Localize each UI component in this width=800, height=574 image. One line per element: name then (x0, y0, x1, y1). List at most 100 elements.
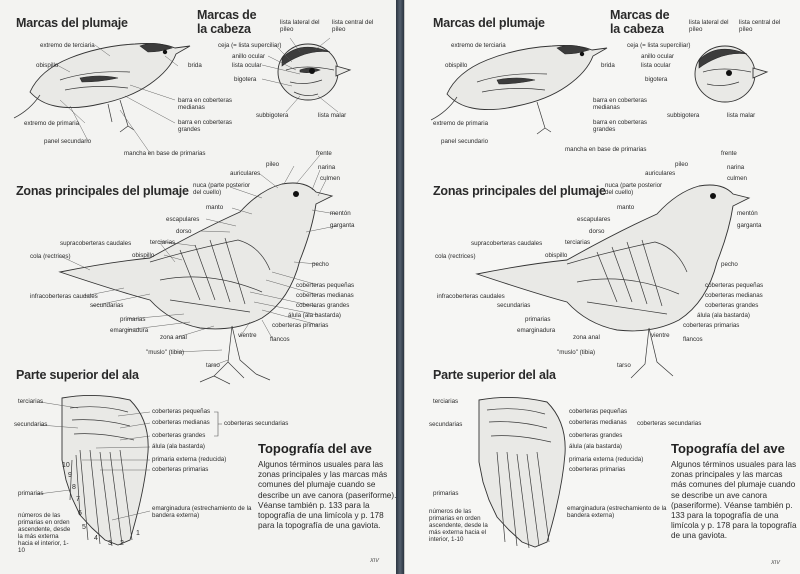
primary-number-6: 6 (78, 510, 82, 517)
r-label-ala-alula: álula (ala bastarda) (569, 443, 622, 450)
label-menton: mentón (330, 210, 351, 217)
r-label-coberteras-grandes: coberteras grandes (705, 302, 759, 309)
label-supracoberteras-caudales: supracoberteras caudales (60, 240, 132, 247)
r-label-cola: cola (rectrices) (435, 253, 476, 260)
label-secundarias-1: secundarias (90, 302, 124, 309)
heading-ala: Parte superior del ala (16, 368, 139, 382)
primary-number-7: 7 (76, 496, 80, 503)
label-alula: álula (ala bastarda) (288, 312, 341, 319)
label-frente: frente (316, 150, 332, 157)
label-obispillo-1: obispillo (36, 62, 59, 69)
r-label-nuca: nuca (parte posterior del cuello) (605, 182, 663, 196)
r-label-ala-primaria-externa: primaria externa (reducida) (569, 456, 644, 463)
r-label-emarginadura: emarginadura (517, 327, 556, 334)
r-label-extremo-primaria: extremo de primaria (433, 120, 489, 127)
r-label-frente: frente (721, 150, 737, 157)
r-label-garganta: garganta (737, 222, 762, 229)
primary-number-4: 4 (94, 535, 98, 542)
r-label-subbigotera: subbigotera (667, 112, 700, 119)
r-label-coberteras-medianas: coberteras medianas (705, 292, 763, 299)
page-number-left: XIV (370, 558, 379, 564)
label-narina: narina (318, 164, 336, 171)
upper-wing-illustration (61, 394, 149, 547)
r-label-ceja: ceja (= lista superciliar) (627, 42, 691, 49)
label-ala-terciarias: terciarias (18, 398, 44, 405)
r-label-flancos: flancos (683, 336, 703, 343)
heading-marcas-cabeza-line2: la cabeza (197, 22, 251, 36)
topografia-title: Topografía del ave (258, 441, 372, 456)
r-label-tarso: tarso (617, 362, 631, 369)
r-label-ala-primarias: primarias (433, 490, 459, 497)
primary-number-8: 8 (72, 484, 76, 491)
r-heading-ala: Parte superior del ala (433, 368, 556, 382)
r-label-ala-coberteras-medianas: coberteras medianas (569, 419, 627, 426)
label-ceja: ceja (= lista superciliar) (218, 42, 282, 49)
label-lista-ocular: lista ocular (232, 62, 262, 69)
label-pecho: pecho (312, 261, 329, 268)
main-zones-bird-illustration (58, 182, 334, 385)
label-flancos: flancos (270, 336, 290, 343)
label-infracoberteras-caudales: infracoberteras caudales (30, 293, 98, 300)
r-label-ala-coberteras-secundarias: coberteras secundarias (637, 420, 702, 427)
r-label-lista-central: lista central del píleo (739, 19, 781, 33)
label-coberteras-primarias-1: coberteras primarias (272, 322, 329, 329)
r-label-secundarias: secundarias (497, 302, 531, 309)
r-label-pileo: pileo (675, 161, 689, 168)
label-lista-malar: lista malar (318, 112, 347, 119)
label-mancha-primarias: mancha en base de primarias (124, 150, 206, 157)
r-heading-marcas-cabeza-line2: la cabeza (610, 22, 664, 36)
label-lista-central-pileo: lista central del píleo (332, 19, 374, 33)
label-cola: cola (rectrices) (30, 253, 71, 260)
r-label-lista-ocular: lista ocular (641, 62, 671, 69)
right-page: Marcas del plumaje Marcas de la cabeza Z… (404, 0, 800, 574)
label-ala-numeros: números de las primarias en orden ascend… (18, 512, 71, 554)
page-number-right: XIV (771, 560, 780, 566)
r-label-escapulares: escapulares (577, 216, 611, 223)
r-label-menton: mentón (737, 210, 758, 217)
r-label-ala-coberteras-grandes: coberteras grandes (569, 432, 623, 439)
r-heading-marcas-cabeza: Marcas de la cabeza (610, 8, 670, 36)
r-label-infracoberteras: infracoberteras caudales (437, 293, 505, 300)
label-garganta: garganta (330, 222, 355, 229)
r-label-ala-coberteras-pequenas: coberteras pequeñas (569, 408, 628, 415)
label-ala-coberteras-medianas: coberteras medianas (152, 419, 210, 426)
label-brida: brida (188, 62, 202, 69)
r-label-primarias: primarias (525, 316, 551, 323)
topografia-body: Algunos términos usuales para las zonas … (258, 460, 397, 531)
r-label-vientre: vientre (651, 332, 670, 339)
label-nuca: nuca (parte posterior del cuello) (193, 182, 251, 196)
r-heading-zonas: Zonas principales del plumaje (433, 184, 606, 198)
label-emarginadura-1: emarginadura (110, 327, 149, 334)
left-page: Marcas del plumaje Marcas de la cabeza Z… (0, 0, 397, 574)
leader-lines (37, 37, 339, 521)
label-coberteras-medianas: coberteras medianas (296, 292, 354, 299)
r-label-extremo-terciaria: extremo de terciaria (451, 42, 506, 49)
label-coberteras-pequenas: coberteras pequeñas (296, 282, 355, 289)
heading-marcas-plumaje: Marcas del plumaje (16, 16, 128, 30)
heading-marcas-cabeza-line1: Marcas de (197, 8, 257, 22)
r-label-supracoberteras: supracoberteras caudales (471, 240, 543, 247)
label-ala-coberteras-grandes: coberteras grandes (152, 432, 206, 439)
r-heading-marcas-plumaje: Marcas del plumaje (433, 16, 545, 30)
head-marks-illustration (277, 43, 352, 101)
r-label-brida: brida (601, 62, 615, 69)
label-auriculares: auriculares (230, 170, 261, 177)
label-ala-emarginadura: emarginadura (estrechamiento de la bande… (152, 505, 252, 519)
label-obispillo-2: obispillo (132, 252, 155, 259)
label-ala-coberteras-primarias: coberteras primarias (152, 466, 209, 473)
left-illustrations (13, 37, 352, 547)
warbler-plumage-illustration (13, 43, 191, 133)
label-ala-coberteras-pequenas: coberteras pequeñas (152, 408, 211, 415)
label-barra-coberteras-medianas: barra en coberteras medianas (178, 97, 232, 111)
r-label-auriculares: auriculares (645, 170, 676, 177)
label-terciarias: terciarias (150, 239, 176, 246)
label-coberteras-grandes: coberteras grandes (296, 302, 350, 309)
label-extremo-terciaria: extremo de terciaria (40, 42, 95, 49)
heading-marcas-cabeza: Marcas de la cabeza (197, 8, 257, 36)
primary-number-3: 3 (108, 540, 112, 547)
primary-number-5: 5 (82, 524, 86, 531)
r-label-narina: narina (727, 164, 745, 171)
label-zona-anal: zona anal (160, 334, 187, 341)
r-label-panel-secundario: panel secundario (441, 138, 489, 145)
label-bigotera: bigotera (234, 76, 257, 83)
